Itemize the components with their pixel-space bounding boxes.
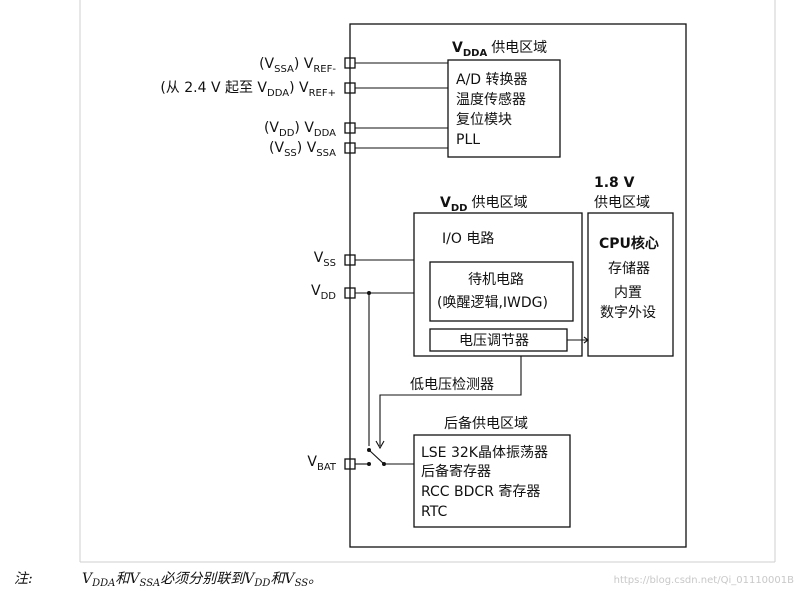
voltage-regulator-label: 电压调节器 <box>459 333 529 349</box>
standby-circuit-detail: (唤醒逻辑,IWDG) <box>437 294 548 311</box>
cpu-core-label: CPU核心 <box>599 235 659 252</box>
note-label: 注: <box>14 571 33 587</box>
v18-domain-subtitle: 供电区域 <box>594 195 650 211</box>
switch-pivot <box>382 462 386 466</box>
arrow-regulator-core <box>583 336 589 344</box>
vbat-pin-label: VBAT <box>307 454 337 473</box>
memory-label: 存储器 <box>608 261 650 277</box>
pll-label: PLL <box>456 132 480 148</box>
vss-pin-label: VSS <box>314 250 336 269</box>
vssa-pin-label: (VSS) VSSA <box>269 140 336 159</box>
wire-detector-switch <box>379 376 522 446</box>
peripherals-label-2: 数字外设 <box>600 305 656 321</box>
reset-module-label: 复位模块 <box>456 111 512 128</box>
standby-circuit-box <box>429 261 574 322</box>
arrow-detector <box>375 440 385 450</box>
chip-outline <box>349 23 687 548</box>
io-circuit-label: I/O 电路 <box>442 231 494 247</box>
rcc-bdcr-label: RCC BDCR 寄存器 <box>421 483 540 500</box>
vdda-domain-box <box>447 59 561 158</box>
vref-minus-label: (VSSA) VREF- <box>259 56 336 75</box>
adc-label: A/D 转换器 <box>456 71 528 88</box>
backup-domain-title: 后备供电区域 <box>444 415 528 432</box>
switch-blade <box>368 449 385 465</box>
standby-circuit-label: 待机电路 <box>468 272 524 288</box>
vdd-pin-label: VDD <box>311 283 336 302</box>
v18-domain-title: 1.8 V <box>594 175 635 191</box>
note-text: VDDA和VSSA必须分别联到VDD和VSS。 <box>82 571 322 589</box>
lse-oscillator-label: LSE 32K晶体振荡器 <box>421 445 548 461</box>
v18-domain-box <box>587 212 674 357</box>
vref-plus-label: (从 2.4 V 起至 VDDA) VREF+ <box>160 80 336 99</box>
rtc-label: RTC <box>421 504 447 520</box>
vdda-pin-label: (VDD) VDDA <box>264 120 336 139</box>
backup-registers-label: 后备寄存器 <box>421 463 491 480</box>
backup-domain-box <box>413 434 571 528</box>
temp-sensor-label: 温度传感器 <box>456 91 526 108</box>
watermark: https://blog.csdn.net/Qi_0111000​1B <box>614 575 795 586</box>
low-voltage-detector-label: 低电压检测器 <box>410 377 494 393</box>
peripherals-label: 内置 <box>614 285 642 301</box>
vdd-domain-box <box>413 212 583 357</box>
